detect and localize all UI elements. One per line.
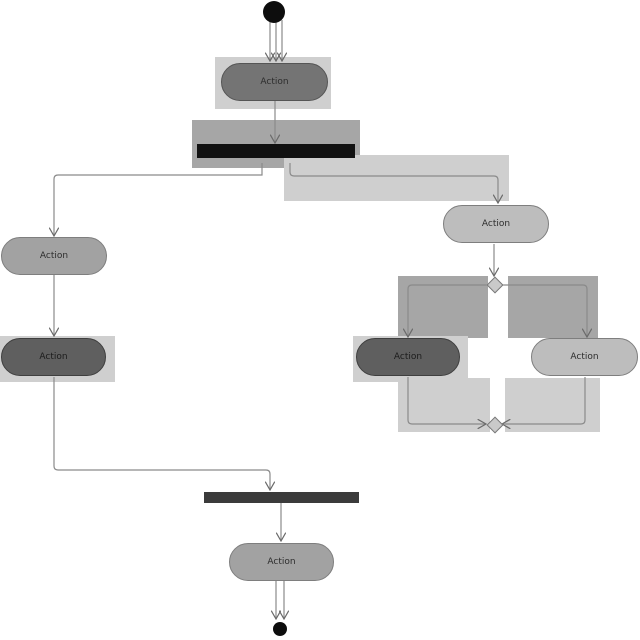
- action-top[interactable]: Action: [221, 63, 328, 101]
- fork-bar[interactable]: [197, 144, 355, 158]
- action-label: Action: [39, 352, 68, 362]
- action-bottom[interactable]: Action: [229, 543, 334, 581]
- highlight-branch-left-upper: [398, 276, 488, 338]
- action-branch-a[interactable]: Action: [356, 338, 460, 376]
- action-label: Action: [39, 251, 69, 261]
- highlight-fork-edge-right: [284, 155, 509, 201]
- highlight-branch-right-upper: [508, 276, 598, 338]
- join-bar[interactable]: [204, 492, 359, 503]
- start-node[interactable]: [263, 1, 285, 23]
- action-label: Action: [260, 77, 289, 87]
- highlight-branch-left-lower: [398, 378, 490, 432]
- action-label: Action: [481, 219, 511, 229]
- action-right-1[interactable]: Action: [443, 205, 549, 243]
- action-label: Action: [267, 557, 296, 567]
- end-node[interactable]: [273, 622, 287, 636]
- action-label: Action: [393, 352, 423, 362]
- action-label: Action: [570, 352, 599, 362]
- action-branch-b[interactable]: Action: [531, 338, 638, 376]
- action-left-2[interactable]: Action: [1, 338, 106, 376]
- action-left-1[interactable]: Action: [1, 237, 107, 275]
